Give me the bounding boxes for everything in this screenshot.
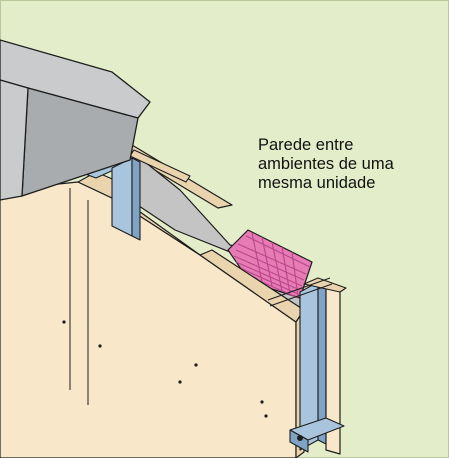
fixing-rods [267,277,333,307]
screw-icon [260,400,264,404]
caption-line-2: ambientes de uma [258,155,394,173]
steel-stud-left [111,157,133,237]
screw-icon [98,344,102,348]
back-board-end-top [303,277,347,293]
screw-icon [264,414,268,418]
screw-icon [297,435,303,441]
screw-icon [62,320,66,324]
caption: Parede entre ambientes de uma mesma unid… [258,136,438,193]
screw-icon [194,363,198,367]
screw-icon [178,380,182,384]
screws [62,320,303,441]
insulation-stripes [233,232,311,299]
slab-front [0,79,29,201]
caption-line-3: mesma unidade [258,174,376,192]
caption-line-1: Parede entre [258,136,354,154]
steel-stud-left-side [131,157,141,241]
